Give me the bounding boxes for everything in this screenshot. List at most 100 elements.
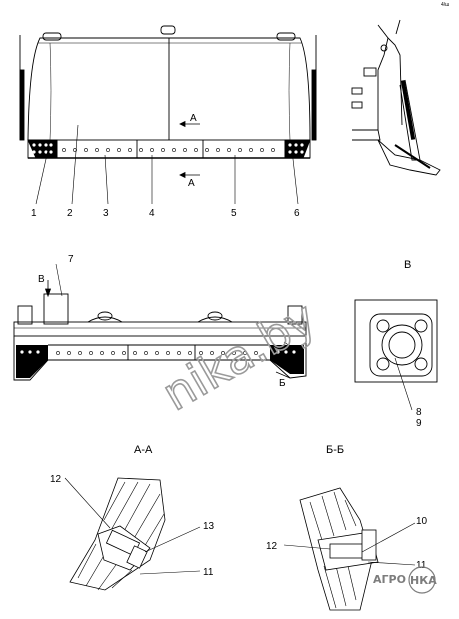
bolt-hole <box>133 351 137 355</box>
view-b-arrowhead <box>44 288 52 298</box>
leader-12-aa <box>64 477 111 529</box>
side-wear-plate <box>400 80 416 140</box>
bolt-hole <box>300 150 304 154</box>
bolt-hole <box>294 150 298 154</box>
side-arm <box>377 24 389 130</box>
bolt-hole <box>183 148 187 152</box>
callout-11-aa: 11 <box>203 567 214 578</box>
bolt-hole <box>177 351 181 355</box>
rear-view <box>13 293 307 381</box>
side-view <box>351 19 441 176</box>
bolt-hole <box>292 350 296 354</box>
detail-b-bolt-bl <box>376 357 390 371</box>
bolt-hole <box>216 148 220 152</box>
side-bracket-upper <box>363 67 377 77</box>
callout-6: 6 <box>294 208 300 219</box>
bolt-hole <box>238 148 242 152</box>
bolt-hole <box>28 350 32 354</box>
leader-1 <box>35 149 49 205</box>
bolt-hole <box>89 351 93 355</box>
leader-11-bb <box>367 561 416 566</box>
leader-7 <box>55 263 63 297</box>
bolt-hole <box>106 148 110 152</box>
callout-1: 1 <box>31 208 37 219</box>
detail-b-frame <box>354 299 438 383</box>
front-view <box>19 25 317 159</box>
leader-11-aa <box>139 570 201 575</box>
detail-b-bolt-tl <box>376 319 390 333</box>
bolt-hole <box>284 350 288 354</box>
leader-13 <box>144 526 201 553</box>
bolt-hole <box>227 148 231 152</box>
bolt-hole <box>205 148 209 152</box>
callout-9: 9 <box>416 418 422 429</box>
bolt-hole <box>49 143 53 147</box>
bolt-hole <box>260 148 264 152</box>
callout-5: 5 <box>231 208 237 219</box>
section-bb-title: Б-Б <box>326 444 344 456</box>
bolt-hole <box>161 148 165 152</box>
leader-6 <box>291 149 299 205</box>
bolt-hole <box>32 150 36 154</box>
rear-eye-right <box>207 311 223 321</box>
rear-bracket-right <box>287 305 303 325</box>
section-bb-nut <box>361 529 377 561</box>
section-b-marks <box>275 341 297 379</box>
bolt-hole <box>44 150 48 154</box>
bolt-hole <box>38 143 42 147</box>
bolt-hole <box>288 150 292 154</box>
detail-b-title: В <box>404 259 411 271</box>
lug-left <box>42 32 62 41</box>
bolt-hole <box>194 148 198 152</box>
cutting-edge <box>27 139 311 159</box>
bolt-hole <box>44 143 48 147</box>
bolt-hole <box>288 143 292 147</box>
bolt-hole <box>271 148 275 152</box>
lug-center <box>160 25 176 35</box>
end-bit-left <box>27 139 58 159</box>
section-aa-title: А-А <box>134 444 153 456</box>
detail-b-ring-outer <box>381 324 423 366</box>
side-blade-curve <box>399 79 421 161</box>
bolt-hole <box>172 148 176 152</box>
section-a-label-bottom: А <box>188 178 195 189</box>
rear-block-7 <box>43 293 69 325</box>
callout-11-bb: 11 <box>416 560 427 571</box>
side-bracket-middle <box>351 87 363 95</box>
callout-4: 4 <box>149 208 155 219</box>
bolt-hole <box>249 148 253 152</box>
side-pin-top <box>380 44 388 52</box>
section-b-label-bottom: Б <box>279 378 286 389</box>
bolt-hole <box>166 351 170 355</box>
bolt-hole <box>300 143 304 147</box>
front-leaders <box>35 124 299 205</box>
detail-b-ring-inner <box>388 331 416 359</box>
callout-2: 2 <box>67 208 73 219</box>
section-a-marks <box>179 120 200 179</box>
side-cutting-edge <box>377 139 441 176</box>
rear-bolt-holes <box>20 350 296 355</box>
callout-7: 7 <box>68 254 74 265</box>
end-bit-right <box>284 139 311 159</box>
bolt-hole <box>38 150 42 154</box>
detail-b-bolt-tr <box>414 319 428 333</box>
bolt-hole <box>188 351 192 355</box>
bolt-hole <box>49 150 53 154</box>
bolt-hole <box>78 351 82 355</box>
bolt-hole <box>122 351 126 355</box>
corner-mark: 4/ш <box>441 2 449 8</box>
section-a-label-top: А <box>190 113 197 124</box>
side-plate-left <box>19 69 25 141</box>
view-b-marker <box>44 263 63 298</box>
bolt-hole <box>221 351 225 355</box>
bolt-hole <box>95 148 99 152</box>
agro-logo: АГРО НКА <box>373 566 437 594</box>
lug-right <box>276 32 296 41</box>
bolt-hole <box>276 350 280 354</box>
rear-lug-right <box>197 316 233 323</box>
side-edge-thick <box>394 144 431 169</box>
side-top-horn <box>395 19 401 35</box>
side-base-bracket <box>352 129 381 141</box>
